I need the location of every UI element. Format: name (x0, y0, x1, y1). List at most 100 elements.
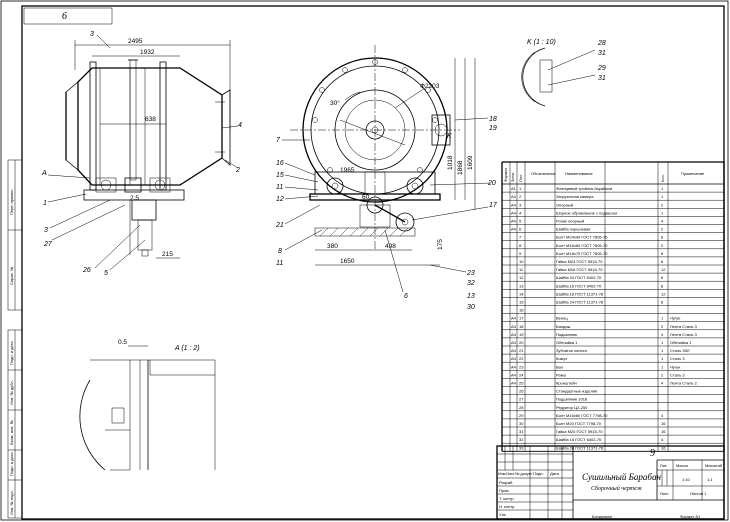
tb-title: Сушильный Барабан (582, 472, 661, 482)
bom-cell-pos: 33 (519, 445, 524, 450)
bom-cell-qty: 1 (661, 356, 664, 361)
bom-cell-note: Сталь 3 (670, 356, 685, 361)
bom-cell-pos: 6 (519, 227, 522, 232)
bom-cell-pos: 24 (519, 372, 524, 377)
dim-2495: 2495 (128, 38, 143, 45)
dim-638: 638 (145, 116, 156, 123)
leader-13: 13 (467, 293, 475, 300)
bom-cell-qty: 12 (661, 267, 666, 272)
bom-cell-pos: 21 (519, 348, 524, 353)
strip-label: Подп. и дата (9, 341, 14, 365)
detail-k: K (1 : 10) 28 31 29 31 (521, 39, 606, 107)
tb-mass-value: 1:10 (682, 477, 691, 482)
bom-cell-name: Стандартные изделия (556, 389, 597, 394)
bom-cell-name: Кожух (556, 356, 567, 361)
leader-12: 12 (276, 196, 284, 203)
bom-cell-name: Вал (556, 364, 564, 369)
bom-cell-format: А4 (511, 332, 517, 337)
bom-cell-name: Шайба поршневая (556, 227, 590, 232)
leader-28: 28 (597, 40, 606, 47)
bom-cell-name: Шорное обрамление с подвесом (556, 210, 617, 215)
bom-cell-name: Болт М18х70 ГОСТ 7805-70 (556, 251, 608, 256)
leader-8: 8 (278, 248, 282, 255)
strip-label: Подп. и дата (9, 452, 14, 476)
bom-cell-name: Шайба 18 ГОСТ 11371-78 (556, 291, 604, 296)
bom-cell-name: Гайка М16 ГОСТ 5915-70 (556, 267, 603, 272)
bom-cell-name: Бандаж (556, 324, 571, 329)
dim-1868: 1868 (457, 160, 464, 175)
bom-cell-name: Рама (556, 372, 567, 377)
leader-20: 20 (487, 180, 496, 187)
bom-cell-qty: 1 (661, 364, 664, 369)
bom-cell-name: Болт М16х60 ГОСТ 7805-70 (556, 243, 608, 248)
bom-header-designation: Обозначение (531, 171, 557, 176)
bom-cell-pos: 3 (519, 202, 522, 207)
sheet-number: 9 (650, 448, 655, 459)
bom-cell-name: Болт М24х90 ГОСТ 7805-70 (556, 235, 608, 240)
bom-cell-format: А4 (511, 194, 517, 199)
bom-cell-qty: 2 (661, 324, 664, 329)
leader-11: 11 (276, 184, 283, 191)
bom-cell-qty: 4 (661, 381, 664, 386)
bom-cell-note: Лента Сталь 2 (670, 381, 698, 386)
bom-cell-qty: 8 (661, 275, 664, 280)
bom-cell-pos: 19 (519, 332, 524, 337)
dim-60: 60 (362, 194, 370, 201)
leader-19: 19 (489, 125, 497, 132)
strip-label: Инв. № дубл. (9, 380, 14, 405)
tb-sheet-label: Лист (660, 491, 669, 496)
left-strip: Перв. примен. Справ. № Подп. и дата Инв.… (7, 159, 23, 519)
bom-cell-pos: 20 (519, 340, 524, 345)
bom-cell-format: А4 (511, 340, 517, 345)
dim-498: 498 (385, 243, 396, 250)
bom-cell-name: Фланцевый тройник барабана (556, 186, 613, 191)
bom-cell-note: Обечайка 1 (670, 340, 692, 345)
leader-23: 23 (466, 270, 475, 277)
bom-cell-pos: 14 (519, 291, 524, 296)
leader-18: 18 (489, 116, 497, 123)
bom-cell-pos: 12 (519, 275, 524, 280)
leader-A: A (41, 170, 47, 177)
bom-cell-qty: 1 (661, 194, 664, 199)
tb-col-izm: Изм. (498, 471, 507, 476)
format-tag-box (23, 7, 113, 25)
bom-cell-qty: 16 (661, 445, 666, 450)
strip-label: Справ. № (9, 267, 14, 285)
tb-mass-header: Масса (676, 463, 689, 468)
dim-2-5: 2.5 (130, 195, 139, 202)
bom-cell-name: Загрузочная камера (556, 194, 594, 199)
strip-label: Взам. инв. № (9, 420, 14, 445)
bom-cell-name: Болт М20 ГОСТ 7798-70 (556, 421, 602, 426)
tb-col-doc: № докум. (515, 471, 533, 476)
bom-cell-qty: 4 (661, 413, 664, 418)
tb-scale-header: Масштаб (705, 463, 723, 468)
detail-a: A (1 : 2) 0.5 (79, 339, 216, 471)
bom-cell-pos: 13 (519, 283, 524, 288)
bom-header-name: Наименование (565, 171, 594, 176)
title-block: Изм. Лист № докум. Подп. Дата Разраб. Пр… (496, 445, 725, 520)
bom-cell-pos: 5 (519, 219, 522, 224)
format-tag: 6 (62, 11, 67, 22)
bom-cell-qty: 8 (661, 300, 664, 305)
leader-27: 27 (43, 241, 53, 248)
strip-label: Перв. примен. (9, 188, 14, 215)
bom-cell-pos: 27 (519, 397, 524, 402)
leader-3-top: 3 (90, 31, 94, 38)
bom-cell-format: А4 (511, 202, 517, 207)
view-a-title: A (1 : 2) (174, 345, 200, 352)
bom-cell-name: Шайба 16 ГОСТ 6402-70 (556, 283, 602, 288)
bom-cell-qty: 1 (661, 340, 664, 345)
bom-cell-qty: 8 (661, 251, 664, 256)
leader-2: 2 (235, 167, 240, 174)
dim-diameter: Ф2203 (420, 83, 440, 90)
bom-cell-name: Подшипник (556, 332, 577, 337)
bom-cell-pos: 2 (519, 194, 522, 199)
tb-role-prov: Пров. (499, 488, 510, 493)
leader-31b: 31 (598, 75, 606, 82)
leader-3: 3 (44, 227, 48, 234)
bom-cell-qty: 4 (661, 437, 664, 442)
bom-cell-name: Зубчатое колесо (556, 348, 588, 353)
bom-cell-qty: 1 (661, 186, 664, 191)
